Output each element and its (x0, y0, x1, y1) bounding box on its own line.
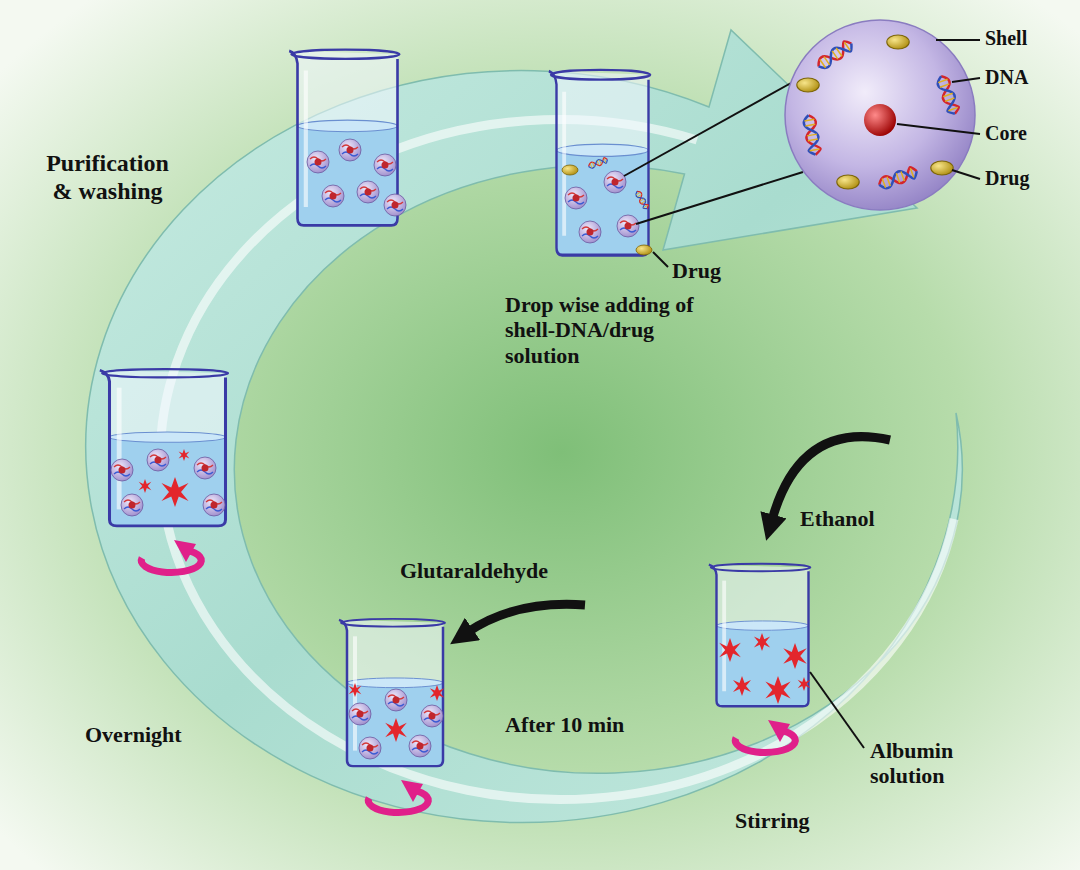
time-label: Overnight (85, 722, 182, 747)
nanoparticle (565, 187, 587, 209)
albumin-molecule (430, 685, 444, 701)
nanoparticle (307, 151, 329, 173)
drug-molecule (837, 175, 859, 189)
albumin-molecule (179, 449, 190, 461)
albumin-molecule (139, 479, 152, 493)
leader-line (636, 172, 803, 224)
nanoparticle (604, 171, 626, 193)
stirring-arrow (141, 540, 201, 572)
reagent-arrow (468, 604, 585, 632)
nanoparticle (194, 457, 216, 479)
leader-line (936, 39, 980, 41)
core-sphere (864, 104, 896, 136)
step-label: Purification & washing (35, 150, 180, 205)
nanoparticle (617, 215, 639, 237)
leader-line (810, 672, 864, 748)
beaker-overnight (100, 369, 228, 572)
albumin-molecule (754, 633, 770, 651)
dna-strand (877, 166, 919, 191)
callout-label: DNA (985, 66, 1028, 89)
albumin-molecule (798, 677, 811, 691)
leader-line (952, 78, 980, 82)
leader-line (897, 124, 980, 134)
nanoparticle (111, 459, 133, 481)
step-label: Drop wise adding of shell-DNA/drug solut… (505, 292, 710, 368)
beaker-dropwise (549, 70, 652, 255)
nanoparticle (357, 181, 379, 203)
beaker (289, 50, 399, 226)
beaker (339, 619, 445, 766)
nanoparticle (384, 194, 406, 216)
stirring-arrow (735, 720, 795, 752)
nanoparticle (421, 705, 443, 727)
nanoparticle (359, 737, 381, 759)
drug-molecule (562, 165, 578, 175)
beaker (709, 564, 811, 707)
nanoparticle (147, 449, 169, 471)
albumin-molecule (385, 718, 407, 742)
particle-inset (785, 20, 975, 210)
callout-label: Drug (985, 167, 1029, 190)
drug-molecule (636, 245, 652, 255)
nanoparticle (322, 185, 344, 207)
nanoparticle (579, 221, 601, 243)
nanoparticle (203, 494, 225, 516)
dna-strand (815, 39, 855, 72)
reagent-label: Glutaraldehyde (400, 558, 548, 583)
albumin-molecule (733, 676, 751, 696)
nanoparticle (409, 735, 431, 757)
callout-label: Core (985, 122, 1027, 145)
callout-label: Shell (985, 27, 1027, 50)
step-label: Stirring (735, 808, 810, 833)
nanoparticle (121, 494, 143, 516)
nanoparticle (339, 139, 361, 161)
albumin-molecule (719, 638, 741, 662)
leader-line (952, 170, 980, 179)
beaker (100, 369, 228, 526)
beaker (549, 70, 651, 255)
reagent-label: Ethanol (800, 506, 875, 531)
drug-molecule (797, 78, 819, 92)
dna-strand (588, 157, 609, 169)
nanoparticle (385, 689, 407, 711)
beaker-albumin (709, 564, 811, 753)
callout-label: Drug (672, 258, 721, 283)
beaker-purification (289, 50, 406, 226)
leader-line (624, 78, 800, 176)
shell-sphere (785, 20, 975, 210)
time-label: After 10 min (505, 712, 624, 737)
drug-molecule (887, 35, 909, 49)
dna-strand (803, 114, 822, 155)
nanoparticle (374, 154, 396, 176)
beaker-glutaraldehyde (339, 619, 445, 813)
leader-line (653, 252, 668, 267)
albumin-molecule (765, 676, 790, 704)
drug-molecule (931, 161, 953, 175)
albumin-molecule (783, 643, 806, 669)
callout-label: Albumin solution (870, 738, 1000, 789)
nanoparticle (349, 703, 371, 725)
albumin-molecule (162, 477, 189, 507)
dna-strand (634, 190, 649, 210)
stirring-arrow (368, 780, 428, 812)
albumin-molecule (349, 683, 362, 697)
